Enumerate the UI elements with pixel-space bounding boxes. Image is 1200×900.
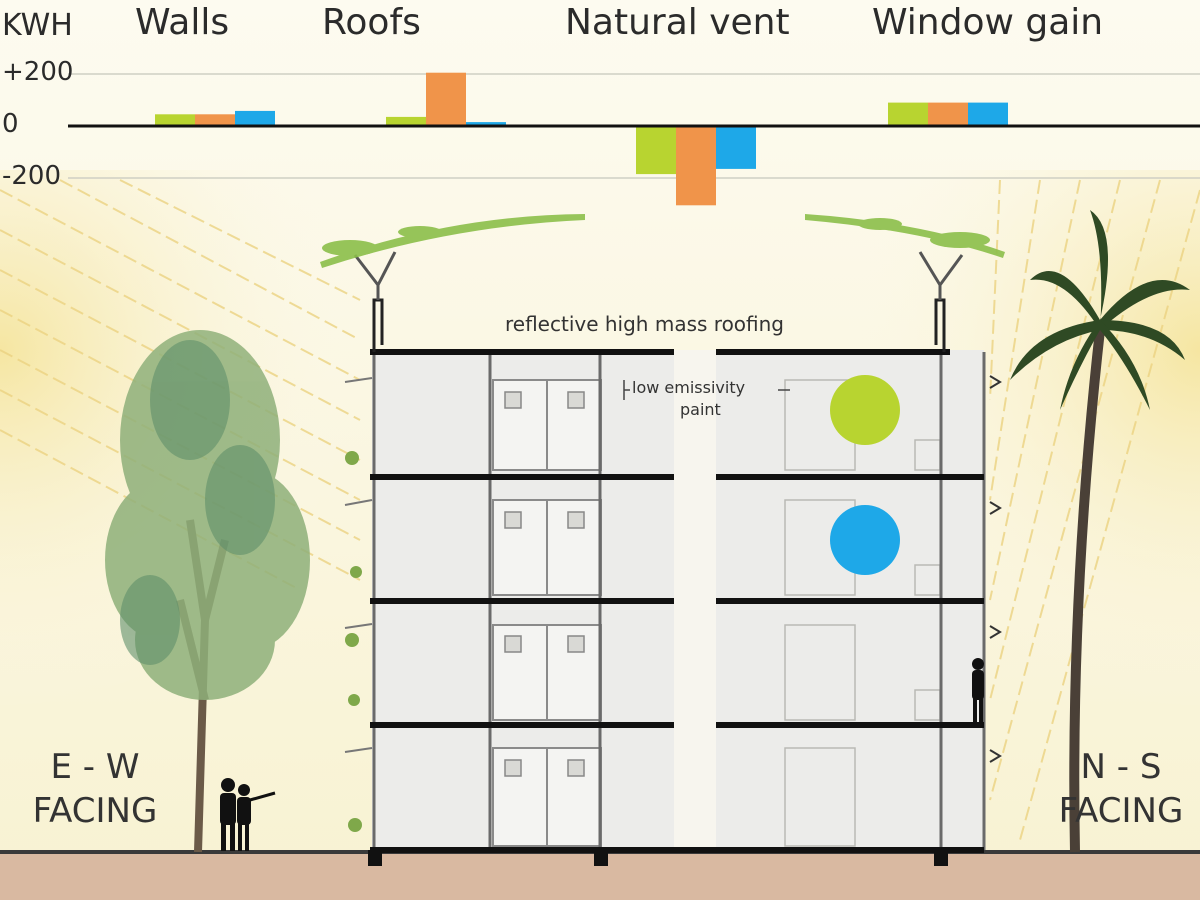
atrium (674, 350, 716, 850)
bar-natural-vent-3 (716, 126, 756, 169)
people-silhouettes (220, 658, 984, 851)
energy-bar-chart (68, 72, 1200, 206)
ew-facing-line2: FACING (32, 791, 158, 831)
category-label-natural-vent: Natural vent (565, 2, 790, 43)
facade-planters (344, 377, 373, 753)
chart-unit-label: KWH (2, 8, 73, 43)
footings (368, 850, 948, 866)
ns-facing-line1: N - S (1080, 747, 1162, 787)
fixtures (504, 391, 585, 777)
bar-natural-vent-1 (636, 126, 676, 175)
bar-walls-3 (235, 110, 275, 126)
category-label-walls: Walls (135, 2, 230, 43)
canopy-supports (353, 251, 964, 300)
palm-tree-right (1010, 210, 1190, 853)
ew-facing-line1: E - W (50, 747, 140, 787)
bar-roofs-1 (386, 116, 426, 126)
tick-label: -200 (2, 161, 62, 191)
sun-rays-right (989, 179, 1200, 841)
bar-window-gain-1 (888, 102, 928, 126)
green-roof-canopies (320, 214, 1005, 268)
legend-circle-green (830, 375, 900, 445)
bar-roofs-2 (426, 72, 466, 126)
legend-circle-blue (830, 505, 900, 575)
floor-slabs (370, 349, 984, 853)
tree-left (105, 330, 310, 853)
paint-annotation-line1: low emissivity (632, 378, 746, 397)
category-label-window-gain: Window gain (872, 2, 1104, 43)
bar-natural-vent-2 (676, 126, 716, 206)
ew-facing-label: E - W FACING (20, 745, 170, 833)
vent-arrows (989, 375, 1002, 763)
building-section (320, 214, 1005, 866)
facade-plants (345, 451, 362, 832)
bar-walls-1 (155, 114, 195, 126)
annotation-leader (623, 380, 790, 400)
bar-walls-2 (195, 114, 235, 126)
ns-facing-line2: FACING (1058, 791, 1184, 831)
roofing-annotation: reflective high mass roofing (505, 312, 785, 336)
category-label-roofs: Roofs (322, 2, 421, 43)
tick-label: 0 (2, 109, 19, 139)
bar-window-gain-3 (968, 102, 1008, 126)
bar-window-gain-2 (928, 102, 968, 126)
bar-roofs-3 (466, 122, 506, 126)
ns-facing-label: N - S FACING (1046, 745, 1196, 833)
tick-label: +200 (2, 57, 74, 87)
paint-annotation-line2: paint (680, 400, 721, 419)
